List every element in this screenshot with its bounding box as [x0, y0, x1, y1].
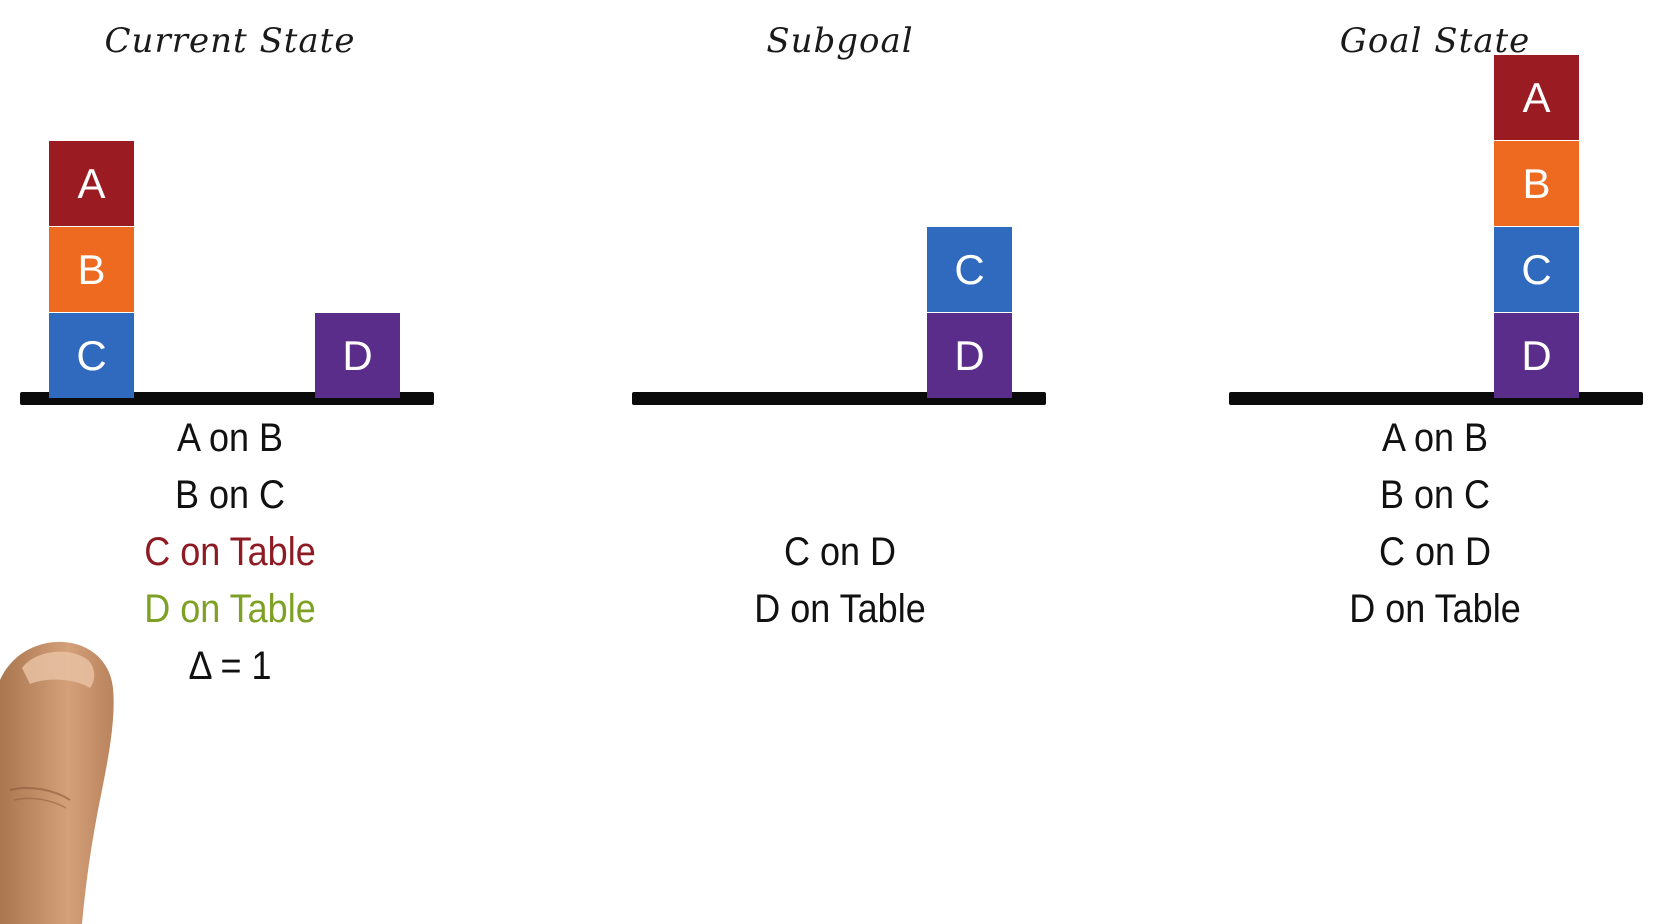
fact-c-on-table: C on Table: [144, 530, 316, 574]
current-block-a: A: [49, 141, 134, 226]
block-label: C: [954, 245, 985, 293]
fact-d-on-table: D on Table: [1349, 587, 1521, 631]
fact-d-on-table: D on Table: [754, 587, 926, 631]
goal-block-b: B: [1494, 141, 1579, 226]
block-label: C: [1521, 245, 1552, 293]
fact-d-on-table: D on Table: [144, 587, 316, 631]
block-label: D: [342, 331, 373, 379]
fact-a-on-b: A on B: [176, 416, 284, 460]
fact-c-on-d: C on D: [783, 530, 897, 574]
goal-block-c: C: [1494, 227, 1579, 312]
fact-b-on-c: B on C: [1379, 473, 1491, 517]
block-label: B: [1522, 159, 1551, 207]
goal-table-surface: [1229, 392, 1643, 405]
current-block-b: B: [49, 227, 134, 312]
subgoal-title: Subgoal: [766, 21, 914, 61]
current-facts-list: A on B B on C C on Table D on Table Δ = …: [95, 410, 365, 695]
goal-state-title: Goal State: [1339, 21, 1531, 61]
fact-c-on-d: C on D: [1378, 530, 1492, 574]
block-label: A: [1522, 73, 1551, 121]
goal-block-a: A: [1494, 55, 1579, 140]
block-label: D: [1521, 331, 1552, 379]
current-block-c: C: [49, 313, 134, 398]
block-label: D: [954, 331, 985, 379]
block-label: C: [76, 331, 107, 379]
subgoal-block-c: C: [927, 227, 1012, 312]
subgoal-block-d: D: [927, 313, 1012, 398]
pointing-thumb-image: [0, 641, 114, 924]
fact-a-on-b: A on B: [1381, 416, 1489, 460]
current-state-title: Current State: [104, 21, 356, 61]
goal-facts-list: A on B B on C C on D D on Table: [1300, 410, 1570, 638]
fact-b-on-c: B on C: [174, 473, 286, 517]
block-label: A: [77, 159, 106, 207]
goal-block-d: D: [1494, 313, 1579, 398]
subgoal-facts-list: C on D D on Table: [705, 524, 975, 638]
block-label: B: [77, 245, 106, 293]
fact-delta: Δ = 1: [188, 644, 272, 688]
current-block-d: D: [315, 313, 400, 398]
